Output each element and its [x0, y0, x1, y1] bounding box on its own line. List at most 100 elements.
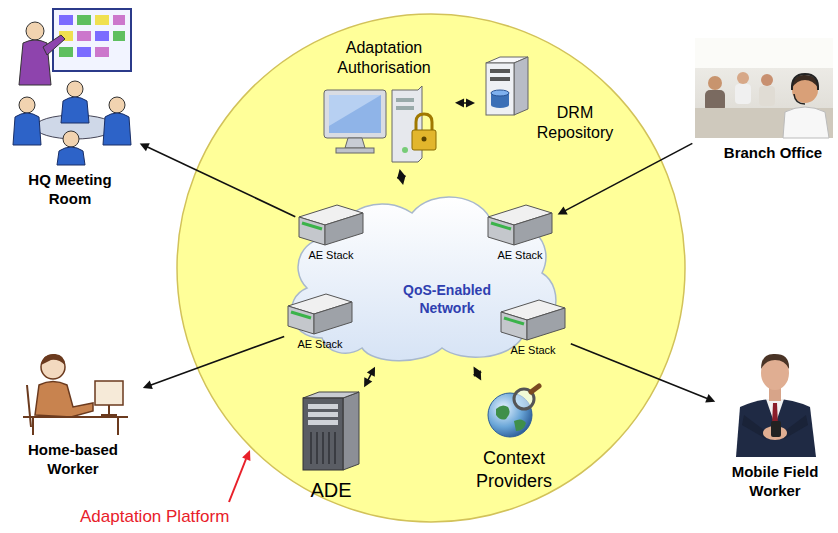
server-tower-icon-part: [303, 392, 359, 398]
platform-circle-shape: [175, 12, 687, 524]
ae-stack-node: AE Stack: [287, 292, 355, 354]
meeting-room-illustration-part: [113, 31, 125, 41]
meeting-room-illustration-part: [113, 15, 125, 25]
meeting-room-illustration-part: [63, 131, 79, 147]
server-icon-part: [491, 90, 509, 96]
home-worker-illustration-part: [41, 354, 65, 365]
network-device-icon-part: [325, 213, 363, 245]
network-device-icon-part: [501, 312, 527, 340]
home-worker-illustration-part: [23, 416, 128, 418]
node-label: Home-based Worker: [8, 441, 138, 479]
platform-circle: Adaptation PlatformAdaptation Authorisat…: [175, 12, 687, 524]
globe-icon-part: [531, 386, 539, 392]
meeting-room-illustration-part: [109, 97, 125, 113]
meeting-room-illustration-part: [77, 31, 91, 41]
cloud-shape: [282, 188, 564, 364]
meeting-room-illustration-part: [67, 81, 83, 97]
server-tower-icon-part: [308, 404, 338, 409]
repository-node: DRM Repository: [478, 55, 622, 153]
meeting-room-illustration-part: [95, 47, 109, 57]
node-label: Mobile Field Worker: [718, 463, 832, 501]
ae-stack-node: AE Stack: [500, 298, 568, 360]
network-device-icon-part: [291, 312, 311, 318]
network-device-icon-part: [299, 217, 325, 245]
network-device-icon-part: [302, 223, 322, 229]
authorisation-node: Adaptation Authorisation: [318, 38, 452, 166]
server-icon-part: [490, 77, 510, 81]
network-device-icon-part: [488, 217, 514, 245]
server-icon-part: [514, 57, 528, 115]
home-worker-illustration-part: [27, 385, 31, 427]
office-photo-part: [794, 94, 805, 104]
network-device-icon-part: [288, 306, 314, 334]
office-photo-part: [695, 38, 833, 138]
computer-icon-part: [345, 138, 365, 148]
meeting-room-illustration-part: [77, 47, 91, 57]
home-worker-illustration-part: [95, 381, 123, 405]
context-node: Context Providers: [458, 383, 572, 499]
meeting-room-illustration-part: [95, 31, 109, 41]
computer-icon-part: [412, 130, 436, 150]
office-photo-part: [792, 74, 818, 90]
office-photo-part: [735, 84, 751, 104]
computer-icon-part: [402, 147, 408, 153]
leader-arrowhead: [242, 450, 250, 461]
node-label: HQ Meeting Room: [20, 171, 120, 209]
computer-icon-part: [416, 114, 432, 130]
node-label: Adaptation Authorisation: [318, 38, 450, 78]
server-icon-part: [490, 69, 510, 73]
field-worker-photo-part: [771, 421, 781, 437]
workplace-node: Branch Office: [695, 38, 835, 172]
node-label: ADE: [292, 478, 370, 503]
meeting-room-illustration-part: [26, 22, 44, 40]
network-device-icon: [288, 292, 352, 336]
network-device-icon-part: [314, 302, 352, 334]
node-label: AE Stack: [487, 249, 553, 263]
node-label: DRM Repository: [530, 103, 620, 143]
meeting-room-illustration-part: [59, 15, 73, 25]
home-worker-illustration-part: [101, 405, 117, 415]
meeting-room-illustration: [5, 5, 135, 165]
platform-circle-shape-part: [177, 14, 685, 522]
node-label: AE Stack: [287, 338, 353, 352]
computer-icon-part: [329, 95, 381, 126]
network-device-icon: [488, 203, 552, 247]
home-worker-illustration: [13, 345, 133, 435]
workplace-node: HQ Meeting Room: [5, 5, 137, 217]
computer-icon-part: [422, 137, 427, 142]
engine-node: ADE: [292, 390, 372, 506]
field-worker-photo: [730, 345, 820, 457]
node-label: Context Providers: [458, 447, 570, 492]
field-worker-photo-part: [761, 354, 789, 369]
server-icon: [478, 55, 533, 117]
home-worker-illustration-part: [33, 417, 118, 435]
node-label: AE Stack: [500, 344, 566, 358]
ae-stack-node: AE Stack: [487, 203, 555, 265]
office-photo-part: [759, 86, 775, 106]
cloud-shape-part: [291, 197, 556, 361]
arrowhead: [705, 394, 715, 402]
node-label: Adaptation Platform: [80, 506, 280, 527]
meeting-room-illustration-part: [77, 15, 91, 25]
server-tower-icon-part: [308, 412, 338, 417]
server-tower-icon-part: [343, 392, 359, 470]
computer-icon-part: [396, 98, 414, 102]
network-cloud: QoS-Enabled Network AE Stack AE Stack AE St…: [282, 188, 564, 364]
computer-icon-part: [336, 148, 374, 153]
server-tower-icon-part: [308, 420, 338, 425]
meeting-room-illustration-part: [13, 113, 41, 145]
node-label: QoS-Enabled Network: [387, 282, 507, 317]
office-photo: [695, 38, 833, 138]
office-photo-part: [737, 72, 749, 84]
network-device-icon-part: [504, 318, 524, 324]
arrowhead: [143, 381, 153, 389]
globe-icon-part: [514, 419, 526, 431]
globe-icon: [484, 383, 544, 443]
field-worker-photo-part: [736, 399, 816, 457]
field-worker-photo-part: [730, 345, 820, 457]
leader-line: [229, 459, 246, 502]
meeting-room-illustration-part: [43, 35, 65, 55]
network-device-icon-part: [527, 308, 565, 340]
